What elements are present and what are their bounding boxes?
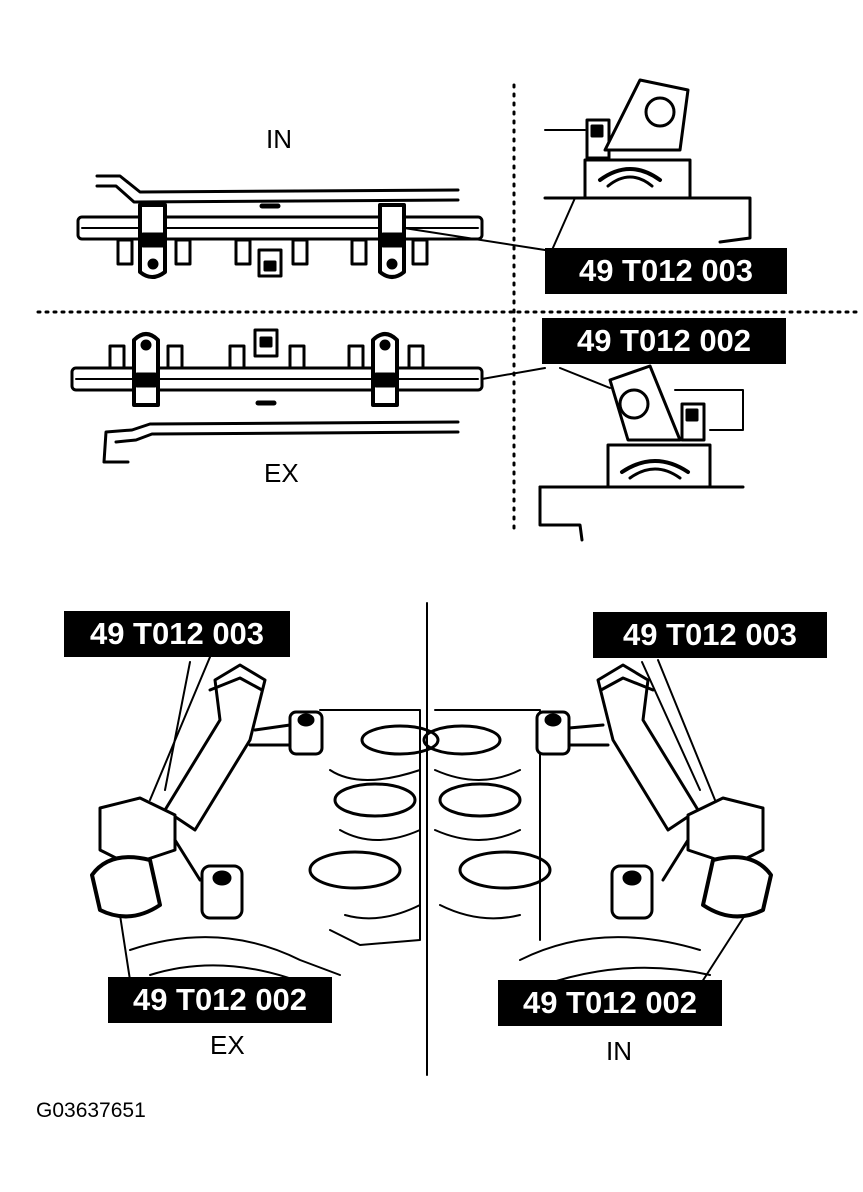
exhaust-camshaft-drawing xyxy=(70,328,546,464)
intake-cap-detail xyxy=(543,78,752,251)
exhaust-label-bottom: EX xyxy=(210,1030,245,1060)
intake-camshaft-drawing xyxy=(76,174,546,279)
tool-tag-49t012002-top: 49 T012 002 xyxy=(542,318,786,364)
exhaust-cap-detail xyxy=(538,364,745,542)
exhaust-label-top: EX xyxy=(264,458,299,488)
tool-tag-49t012002-left: 49 T012 002 xyxy=(108,977,332,1023)
tool-tag-49t012003-top: 49 T012 003 xyxy=(545,248,787,294)
exhaust-side-installation xyxy=(90,656,440,991)
tool-tag-49t012003-right: 49 T012 003 xyxy=(593,612,827,658)
intake-label-top: IN xyxy=(266,124,292,154)
intake-label-bottom: IN xyxy=(606,1036,632,1066)
figure-id: G03637651 xyxy=(36,1099,146,1122)
intake-side-installation xyxy=(422,659,773,991)
tool-tag-49t012003-left: 49 T012 003 xyxy=(64,611,290,657)
tool-tag-49t012002-right: 49 T012 002 xyxy=(498,980,722,1026)
